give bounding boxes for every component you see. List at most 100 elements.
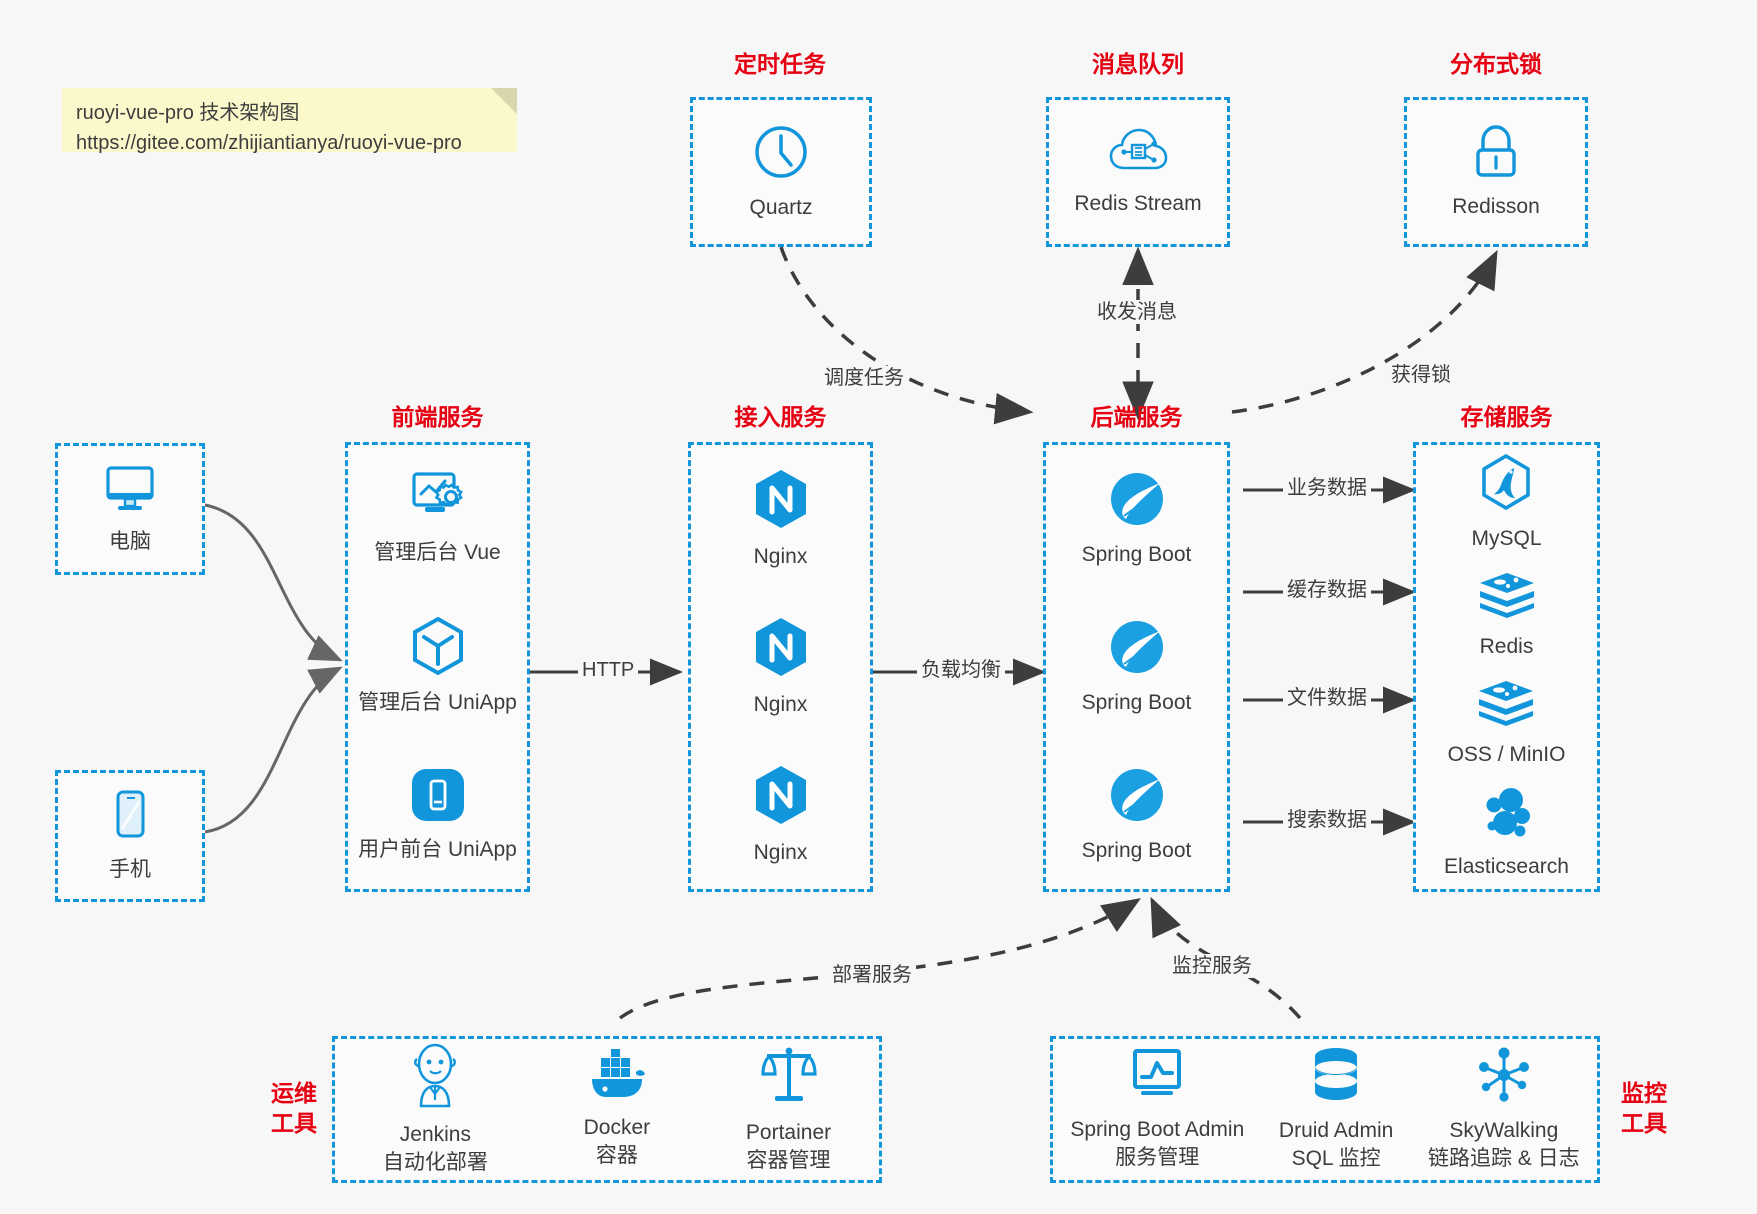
- node-label: Elasticsearch: [1444, 854, 1569, 878]
- redis-icon: [1476, 570, 1538, 625]
- group-gateway: Nginx Nginx Nginx: [688, 442, 873, 892]
- group-title-devops: 运维 工具: [258, 1078, 330, 1138]
- jenkins-icon: [405, 1042, 465, 1113]
- monitor-chart-icon: [1127, 1047, 1187, 1108]
- desktop-icon: [102, 463, 158, 520]
- node-label: Spring Boot: [1081, 542, 1192, 566]
- nginx-icon: [752, 616, 810, 683]
- devops-title-line2: 工具: [271, 1110, 317, 1136]
- node-label: Nginx: [753, 544, 808, 568]
- note-fold-corner: [491, 88, 517, 114]
- node-label: OSS / MinIO: [1447, 742, 1566, 766]
- node-label: 用户前台 UniApp: [358, 838, 517, 862]
- node-redis-stream[interactable]: Redis Stream: [1074, 127, 1202, 218]
- group-title-scheduler: 定时任务: [734, 51, 826, 77]
- group-title-storage: 存储服务: [1460, 404, 1553, 430]
- group-title-lock: 分布式锁: [1450, 51, 1542, 77]
- node-phone[interactable]: 手机: [108, 789, 152, 884]
- monitor-title-line1: 监控: [1621, 1080, 1667, 1106]
- minio-icon: [1475, 678, 1537, 733]
- node-label: Spring Boot: [1081, 838, 1192, 862]
- node-sublabel: SQL 监控: [1291, 1147, 1381, 1170]
- spring-boot-icon: [1108, 618, 1166, 681]
- group-mq: Redis Stream: [1046, 97, 1230, 247]
- group-title-frontend: 前端服务: [391, 404, 484, 430]
- node-label: 手机: [109, 857, 151, 881]
- mobile-app-icon: [410, 767, 466, 828]
- dashboard-gear-icon: [407, 470, 467, 531]
- node-sublabel: 容器: [595, 1144, 638, 1167]
- group-lock: Redisson: [1404, 97, 1588, 247]
- group-frontend: 管理后台 Vue 管理后台 UniApp 用户前台 UniApp: [345, 442, 530, 892]
- node-label: Portainer: [745, 1121, 832, 1144]
- node-docker[interactable]: Docker 容器: [583, 1048, 651, 1170]
- edge-label-file-data: 文件数据: [1283, 686, 1371, 710]
- node-label: MySQL: [1471, 526, 1542, 550]
- scales-icon: [759, 1044, 819, 1111]
- node-portainer[interactable]: Portainer 容器管理: [746, 1044, 831, 1175]
- node-label: Quartz: [749, 195, 813, 219]
- node-admin-vue[interactable]: 管理后台 Vue: [374, 470, 501, 567]
- node-spring-boot-3[interactable]: Spring Boot: [1081, 766, 1192, 865]
- cube-icon: [409, 616, 467, 681]
- node-jenkins[interactable]: Jenkins 自动化部署: [383, 1042, 488, 1177]
- node-label: Spring Boot: [1081, 690, 1192, 714]
- skywalking-icon: [1475, 1046, 1533, 1109]
- group-devops: Jenkins 自动化部署 Docker 容器: [332, 1036, 882, 1183]
- edge-label-deploy-service: 部署服务: [828, 963, 916, 987]
- node-label: Spring Boot Admin: [1070, 1118, 1245, 1141]
- group-monitor: Spring Boot Admin 服务管理 Druid Admin SQL 监…: [1050, 1036, 1600, 1183]
- node-admin-uniapp[interactable]: 管理后台 UniApp: [358, 616, 517, 717]
- node-redis[interactable]: Redis: [1476, 570, 1538, 661]
- node-label: 管理后台 UniApp: [358, 691, 517, 715]
- node-spring-boot-2[interactable]: Spring Boot: [1081, 618, 1192, 717]
- note-title: ruoyi-vue-pro 技术架构图: [76, 102, 300, 124]
- group-client-phone: 手机: [55, 770, 205, 902]
- cloud-network-icon: [1108, 127, 1168, 182]
- node-redisson[interactable]: Redisson: [1452, 124, 1540, 221]
- node-desktop[interactable]: 电脑: [102, 463, 158, 556]
- edge-label-search-data: 搜索数据: [1283, 808, 1371, 832]
- node-label: Docker: [583, 1116, 651, 1139]
- node-spring-boot-admin[interactable]: Spring Boot Admin 服务管理: [1070, 1047, 1244, 1172]
- node-nginx-1[interactable]: Nginx: [752, 468, 810, 571]
- node-label: Redis Stream: [1074, 191, 1202, 215]
- nginx-icon: [752, 468, 810, 535]
- node-user-uniapp[interactable]: 用户前台 UniApp: [358, 767, 517, 864]
- group-title-mq: 消息队列: [1092, 51, 1184, 77]
- group-title-backend: 后端服务: [1090, 404, 1183, 430]
- edge-label-schedule-task: 调度任务: [820, 366, 908, 390]
- node-spring-boot-1[interactable]: Spring Boot: [1081, 470, 1192, 569]
- edge-label-acquire-lock: 获得锁: [1387, 363, 1455, 387]
- node-skywalking[interactable]: SkyWalking 链路追踪 & 日志: [1428, 1046, 1580, 1173]
- elasticsearch-icon: [1478, 786, 1534, 845]
- edge-label-business-data: 业务数据: [1283, 476, 1371, 500]
- node-quartz[interactable]: Quartz: [749, 123, 813, 222]
- node-sublabel: 链路追踪 & 日志: [1427, 1147, 1580, 1170]
- node-oss-minio[interactable]: OSS / MinIO: [1447, 678, 1566, 769]
- node-druid-admin[interactable]: Druid Admin SQL 监控: [1279, 1046, 1393, 1173]
- node-sublabel: 服务管理: [1115, 1146, 1200, 1169]
- node-elasticsearch[interactable]: Elasticsearch: [1444, 786, 1569, 881]
- group-backend: Spring Boot Spring Boot Spring Boot: [1043, 442, 1230, 892]
- docker-icon: [584, 1048, 650, 1106]
- phone-icon: [108, 789, 152, 848]
- node-label: 电脑: [109, 529, 151, 553]
- node-label: Redisson: [1452, 194, 1540, 218]
- spring-boot-icon: [1108, 470, 1166, 533]
- sticky-note: ruoyi-vue-pro 技术架构图 https://gitee.com/zh…: [62, 88, 517, 154]
- wire-acquire-lock: [1231, 249, 1498, 414]
- devops-title-line1: 运维: [271, 1080, 317, 1106]
- edge-label-http: HTTP: [578, 658, 639, 682]
- node-sublabel: 自动化部署: [382, 1151, 488, 1174]
- node-mysql[interactable]: MySQL: [1471, 453, 1542, 553]
- spring-boot-icon: [1108, 766, 1166, 829]
- node-label: Druid Admin: [1278, 1119, 1394, 1142]
- node-label: 管理后台 Vue: [374, 540, 501, 564]
- edge-label-send-receive-message: 收发消息: [1093, 300, 1181, 324]
- mysql-icon: [1478, 453, 1534, 517]
- node-label: Nginx: [753, 840, 808, 864]
- node-nginx-2[interactable]: Nginx: [752, 616, 810, 719]
- node-nginx-3[interactable]: Nginx: [752, 764, 810, 867]
